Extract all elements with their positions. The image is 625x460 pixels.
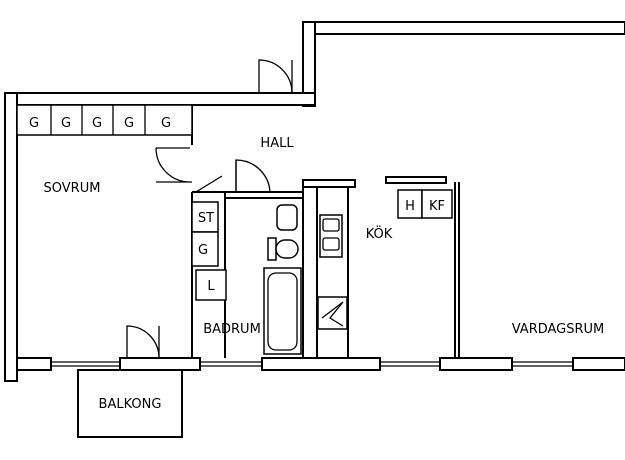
kitchen-fixtures: H KF [317, 189, 453, 330]
room-label-vardagsrum: VARDAGSRUM [512, 322, 605, 337]
l-closet-label: L [207, 279, 215, 294]
wardrobe-label: G [124, 116, 134, 131]
wardrobe-row: G G G G G [16, 104, 193, 136]
bathroom-fixtures [263, 204, 302, 355]
room-label-badrum: BADRUM [203, 322, 261, 337]
wardrobe-label: G [92, 116, 102, 131]
closet-door-icon [195, 175, 223, 193]
toilet-icon [267, 237, 299, 261]
h-label: H [405, 199, 415, 214]
room-label-hall: HALL [260, 136, 294, 151]
kf-label: KF [429, 199, 445, 214]
room-label-balkong: BALKONG [99, 397, 162, 412]
balcony [77, 369, 183, 438]
wardrobe-label: G [61, 116, 71, 131]
doors [126, 59, 293, 359]
bedroom-door-icon [155, 147, 192, 183]
hall-closets: ST G L [191, 201, 227, 301]
interior-walls [191, 105, 460, 359]
wardrobe-label: G [161, 116, 171, 131]
g-closet-label: G [198, 243, 208, 258]
room-label-sovrum: SOVRUM [44, 181, 101, 196]
balcony-door-icon [126, 325, 160, 359]
room-label-kok: KÖK [366, 225, 393, 242]
stove-icon [319, 214, 343, 258]
st-label: ST [198, 211, 214, 226]
sink-icon [276, 204, 298, 231]
kitchen-unit-icon [317, 296, 348, 330]
entrance-door-icon [258, 59, 293, 94]
exterior-walls [4, 21, 625, 382]
wardrobe-label: G [29, 116, 39, 131]
bathtub-icon [263, 267, 302, 355]
bathroom-door-icon [235, 159, 271, 193]
